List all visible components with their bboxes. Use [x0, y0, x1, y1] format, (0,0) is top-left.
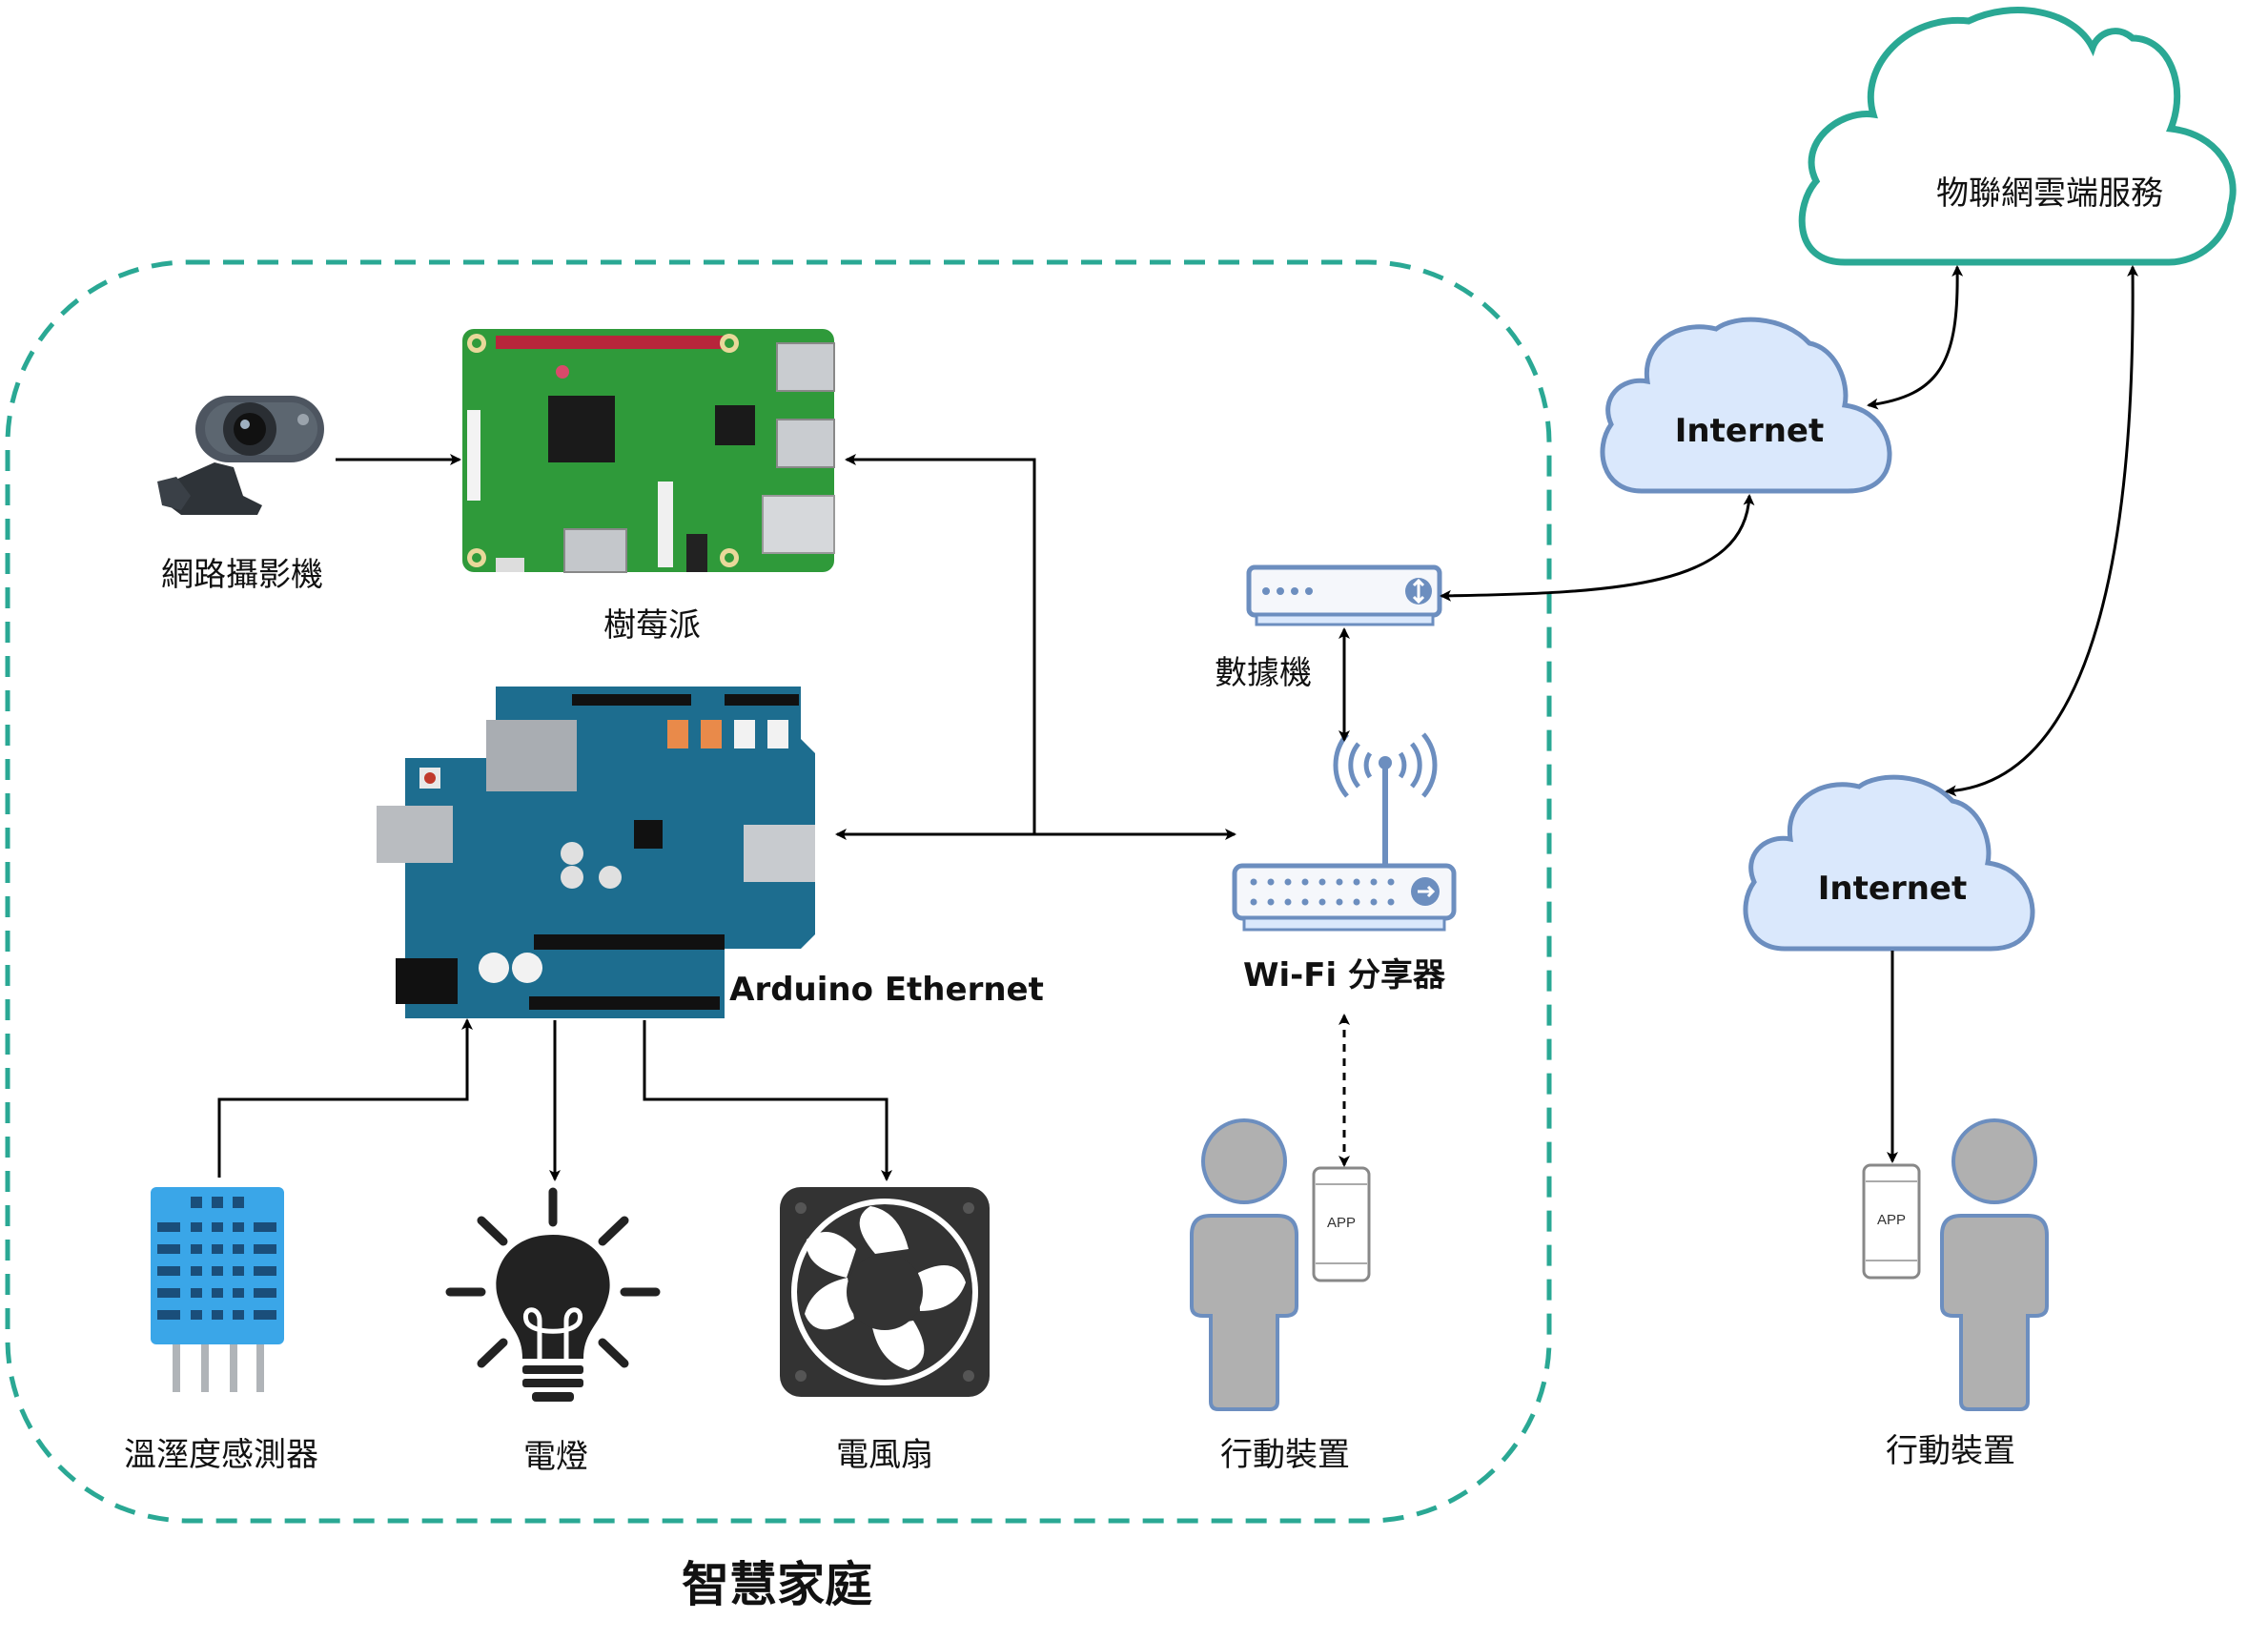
person-remote-icon [1940, 1118, 2049, 1411]
mobile-remote-label: 行動裝置 [1886, 1432, 2015, 1470]
iot-cloud-label: 物聯網雲端服務 [1936, 174, 2163, 213]
temp-humidity-sensor-icon [151, 1187, 284, 1392]
internet-cloud-arrow [1867, 265, 1964, 410]
router-label: Wi-Fi 分享器 [1243, 956, 1445, 994]
webcam-label: 網路攝影機 [161, 556, 323, 594]
fan-label: 電風扇 [836, 1436, 933, 1474]
router-to-pi-arrow [845, 454, 1036, 834]
lamp-label: 電燈 [523, 1438, 588, 1476]
light-bulb-icon [445, 1187, 661, 1402]
modem-internet-arrow [1440, 494, 1755, 602]
modem-label: 數據機 [1215, 654, 1312, 692]
smartphone-remote-icon [1862, 1163, 1921, 1280]
smart-home-title: 智慧家庭 [682, 1557, 872, 1612]
wifi-router-icon [1232, 732, 1457, 932]
app-home-label: APP [1326, 1215, 1357, 1231]
modem-icon [1246, 564, 1442, 626]
iot-cloud-icon [1798, 7, 2237, 266]
sensor-label: 溫溼度感測器 [124, 1436, 318, 1474]
internet-top-cloud-icon [1600, 317, 1892, 494]
fan-icon [780, 1187, 990, 1397]
sensor-to-arduino-arrow [217, 1018, 473, 1178]
raspberry-pi-label: 樹莓派 [603, 606, 701, 645]
smartphone-icon [1312, 1166, 1371, 1282]
cloud-internet2-arrow [1945, 265, 2139, 797]
arduino-to-fan-arrow [643, 1020, 892, 1181]
mobile-home-label: 行動裝置 [1220, 1436, 1350, 1474]
internet-top-label: Internet [1674, 412, 1825, 450]
smart-home-boundary [5, 259, 1552, 1524]
arduino-label: Arduino Ethernet [729, 971, 1044, 1009]
arduino-board-icon [377, 687, 815, 1018]
internet-bottom-label: Internet [1817, 870, 1968, 908]
person-icon [1190, 1118, 1298, 1411]
internet-bottom-cloud-icon [1743, 774, 2035, 952]
webcam-icon [157, 396, 324, 515]
raspberry-pi-icon [462, 329, 835, 573]
app-remote-label: APP [1876, 1212, 1907, 1228]
